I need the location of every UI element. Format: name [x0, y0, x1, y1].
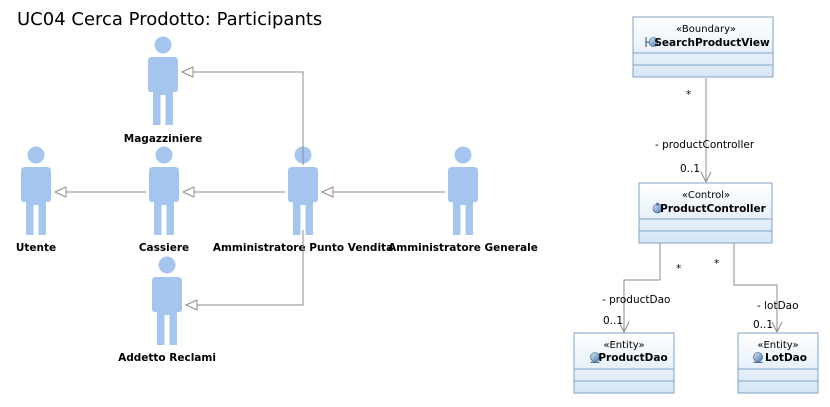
- generalization-arrowhead-icon: [320, 186, 334, 198]
- target-multiplicity: 0..1: [680, 163, 700, 175]
- class-name: ProductDao: [598, 352, 667, 364]
- source-multiplicity: *: [686, 89, 691, 101]
- generalization-cassiere-utente[interactable]: [53, 186, 146, 198]
- actor-amministratore-generale[interactable]: Amministratore Generale: [388, 146, 538, 255]
- association-arrowhead-icon: [771, 321, 783, 334]
- actor-label: Magazziniere: [124, 133, 202, 145]
- class-stereotype: «Entity»: [757, 340, 798, 351]
- actor-label: Amministratore Generale: [388, 242, 538, 254]
- actor-figure-icon: [148, 36, 178, 125]
- generalization-apv-addetto-reclami[interactable]: [184, 230, 304, 311]
- role-name: - lotDao: [757, 300, 799, 312]
- actor-figure-icon: [149, 146, 179, 235]
- target-multiplicity: 0..1: [753, 319, 773, 331]
- role-name: - productController: [655, 139, 755, 151]
- actor-label: Cassiere: [139, 242, 189, 254]
- role-name: - productDao: [602, 294, 670, 306]
- target-multiplicity: 0..1: [603, 315, 623, 327]
- source-multiplicity: *: [714, 258, 719, 270]
- actor-figure-icon: [21, 146, 51, 235]
- actor-magazziniere[interactable]: Magazziniere: [124, 36, 202, 146]
- association-view-controller[interactable]: * - productController 0..1: [655, 78, 755, 184]
- class-stereotype: «Control»: [682, 190, 730, 201]
- generalization-ag-apv[interactable]: [320, 186, 445, 198]
- class-name: SearchProductView: [654, 37, 770, 49]
- association-arrowhead-icon: [618, 321, 630, 334]
- class-lot-dao[interactable]: «Entity» LotDao: [737, 332, 819, 394]
- boundary-icon: [645, 37, 659, 47]
- class-product-controller[interactable]: «Control» ProductController: [638, 182, 773, 244]
- control-icon: [652, 202, 663, 214]
- actor-figure-icon: [152, 256, 182, 345]
- actor-label: Utente: [16, 242, 56, 254]
- diagram-title: UC04 Cerca Prodotto: Participants: [17, 9, 323, 30]
- generalization-apv-magazziniere[interactable]: [180, 66, 304, 165]
- generalization-arrowhead-icon: [181, 186, 195, 198]
- actor-figure-icon: [448, 146, 478, 235]
- generalization-arrowhead-icon: [53, 186, 67, 198]
- actor-addetto-reclami[interactable]: Addetto Reclami: [118, 256, 216, 365]
- association-controller-lotdao[interactable]: * - lotDao 0..1: [714, 243, 799, 334]
- class-product-dao[interactable]: «Entity» ProductDao: [573, 332, 675, 394]
- actor-utente[interactable]: Utente: [16, 146, 56, 255]
- generalization-arrowhead-icon: [180, 66, 194, 78]
- class-stereotype: «Entity»: [603, 340, 644, 351]
- source-multiplicity: *: [676, 263, 681, 275]
- class-stereotype: «Boundary»: [676, 24, 736, 35]
- actor-cassiere[interactable]: Cassiere: [139, 146, 189, 255]
- association-arrowhead-icon: [700, 171, 712, 184]
- class-name: LotDao: [765, 352, 807, 364]
- actor-label: Addetto Reclami: [118, 352, 216, 364]
- entity-icon: [590, 352, 600, 363]
- generalization-arrowhead-icon: [184, 299, 198, 311]
- generalization-apv-cassiere[interactable]: [181, 186, 285, 198]
- class-search-product-view[interactable]: «Boundary» SearchProductView: [632, 16, 774, 78]
- association-controller-productdao[interactable]: * - productDao 0..1: [602, 243, 681, 334]
- class-name: ProductController: [660, 203, 766, 215]
- entity-icon: [753, 352, 763, 363]
